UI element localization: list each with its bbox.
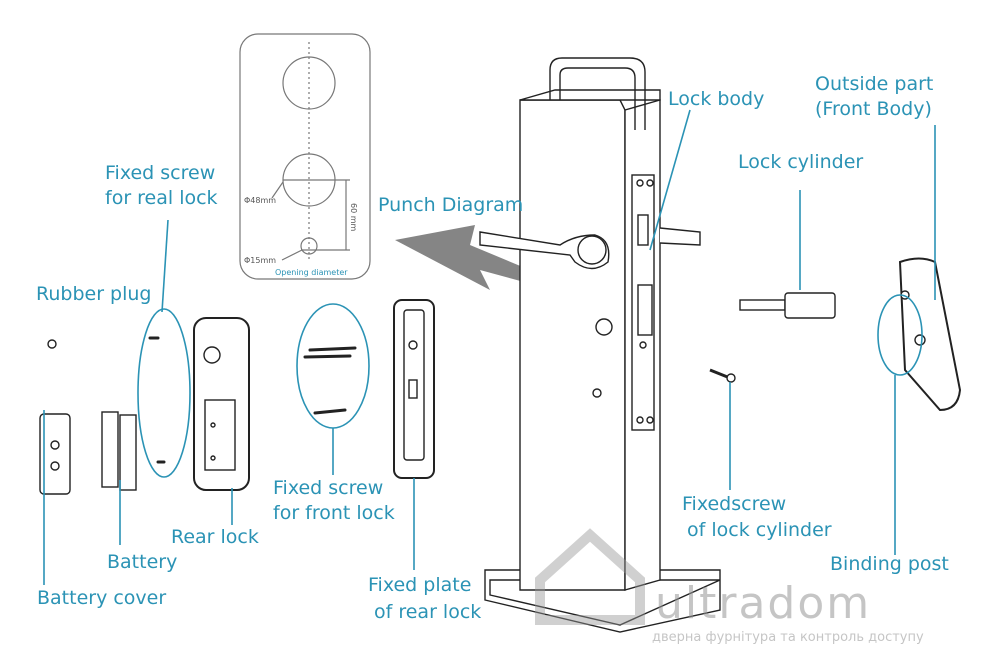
label-fixed-plate-1: Fixed plate (368, 574, 472, 596)
watermark-house-icon (535, 528, 645, 625)
label-binding-post: Binding post (830, 553, 949, 575)
label-fixed-plate-2: of rear lock (374, 601, 482, 623)
door-panel (479, 57, 721, 633)
label-outside-part-2: (Front Body) (815, 98, 932, 120)
punch-d48: Φ48mm (244, 196, 277, 205)
label-fixed-screw-rear-1: Fixed screw (105, 162, 216, 184)
label-punch-diagram: Punch Diagram (378, 194, 524, 216)
label-lock-body: Lock body (668, 88, 765, 110)
label-lock-cylinder: Lock cylinder (738, 151, 864, 173)
label-outside-part-1: Outside part (815, 73, 934, 95)
punch-diagram-card (239, 33, 371, 280)
watermark-brand: ultradom (655, 578, 872, 629)
punch-distance: 60 mm (349, 203, 358, 232)
label-battery-cover: Battery cover (37, 587, 167, 609)
watermark-tagline: дверна фурнітура та контроль доступу (652, 630, 924, 645)
leader-lines (43, 109, 936, 585)
punch-caption: Opening diameter (275, 268, 348, 277)
label-fixed-screw-front-2: for front lock (273, 502, 395, 524)
label-fixed-screw-rear-2: for real lock (105, 187, 218, 209)
punch-d15: Φ15mm (244, 256, 277, 265)
label-rear-lock: Rear lock (171, 526, 259, 548)
screws (148, 336, 357, 464)
label-fixedscrew-cylinder-1: Fixedscrew (682, 493, 787, 515)
label-battery: Battery (107, 551, 178, 573)
label-fixed-screw-front-1: Fixed screw (273, 477, 384, 499)
label-fixedscrew-cylinder-2: of lock cylinder (687, 519, 832, 541)
label-rubber-plug: Rubber plug (36, 283, 152, 305)
rear-lock-parts (39, 257, 962, 495)
